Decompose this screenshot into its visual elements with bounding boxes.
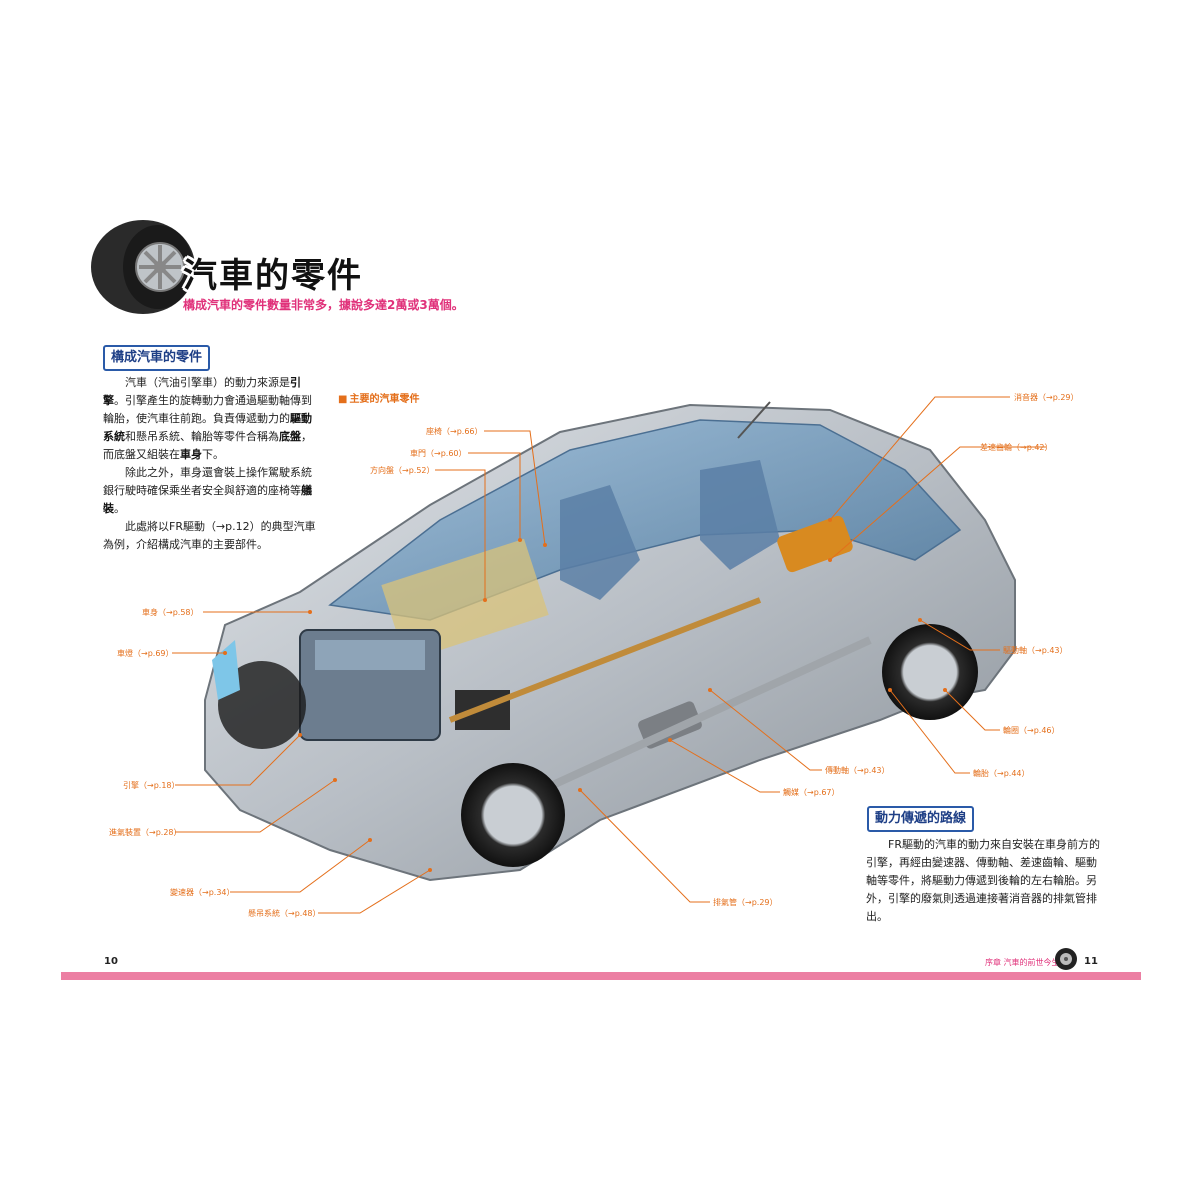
label-tire: 輪胎（→p.44） [973,769,1030,778]
label-body: 車身（→p.58） [142,608,199,617]
label-drive-shaft: 驅動軸（→p.43） [1003,646,1068,655]
parts-paragraph-3: 此處將以FR驅動（→p.12）的典型汽車為例，介紹構成汽車的主要部件。 [103,520,316,551]
car-seat-rear [700,460,780,570]
section-power-route-body: FR驅動的汽車的動力來自安裝在車身前方的引擎，再經由變速器、傳動軸、差速齒輪、驅… [866,836,1101,926]
diagram-legend: 主要的汽車零件 [338,390,419,405]
car-propeller-shaft [448,597,762,723]
car-rear-right-tire [882,624,978,720]
label-steering: 方向盤（→p.52） [370,466,435,475]
parts-paragraph-1: 汽車（汽油引擎車）的動力來源是引擎。引擎產生的旋轉動力會通過驅動軸傳到輪胎，使汽… [103,376,312,461]
page-title: 汽車的零件 [183,256,363,296]
section-parts-body: 汽車（汽油引擎車）的動力來源是引擎。引擎產生的旋轉動力會通過驅動軸傳到輪胎，使汽… [103,374,318,554]
label-suspension: 懸吊系統（→p.48） [248,909,321,918]
label-wheel: 輪圈（→p.46） [1003,726,1060,735]
section-heading-power-route: 動力傳遞的路線 [867,806,979,836]
label-catalyst: 觸媒（→p.67） [783,788,840,797]
page-number-left: 10 [104,956,118,967]
parts-paragraph-2: 除此之外，車身還會裝上操作駕駛系統銀行駛時確保乘坐者安全與舒適的座椅等艤裝。 [103,466,312,515]
section-heading-parts: 構成汽車的零件 [103,345,215,375]
label-lamp: 車燈（→p.69） [117,649,174,658]
label-seat: 座椅（→p.66） [426,427,483,436]
label-muffler: 消音器（→p.29） [1014,393,1079,402]
car-antenna [737,401,771,439]
leader-lines [172,396,1046,914]
car-exhaust-line [518,636,872,804]
tire-icon [91,220,195,314]
power-route-paragraph: FR驅動的汽車的動力來自安裝在車身前方的引擎，再經由變速器、傳動軸、差速齒輪、驅… [866,838,1100,923]
page-number-right: 11 [1084,956,1098,967]
label-door: 車門（→p.60） [410,449,467,458]
label-differential: 差速齒輪（→p.42） [980,443,1053,452]
car-front-left-tire [461,763,565,867]
label-intake: 進氣裝置（→p.28） [109,828,182,837]
page-bottom-rule [61,972,1141,980]
running-title: 序章 汽車的前世今生 [985,958,1060,967]
car-front-right-tire [218,661,306,749]
car-seat-front [560,485,640,600]
page-subtitle: 構成汽車的零件數量非常多，據說多達2萬或3萬個。 [183,298,464,312]
label-exhaust-pipe: 排氣管（→p.29） [713,898,778,907]
label-engine: 引擎（→p.18） [123,781,180,790]
car-headlight [212,640,240,700]
car-muffler-part [777,515,853,573]
label-propeller-shaft: 傳動軸（→p.43） [825,766,890,775]
label-transmission: 變速器（→p.34） [170,888,235,897]
footer-tire-icon [1055,948,1077,970]
